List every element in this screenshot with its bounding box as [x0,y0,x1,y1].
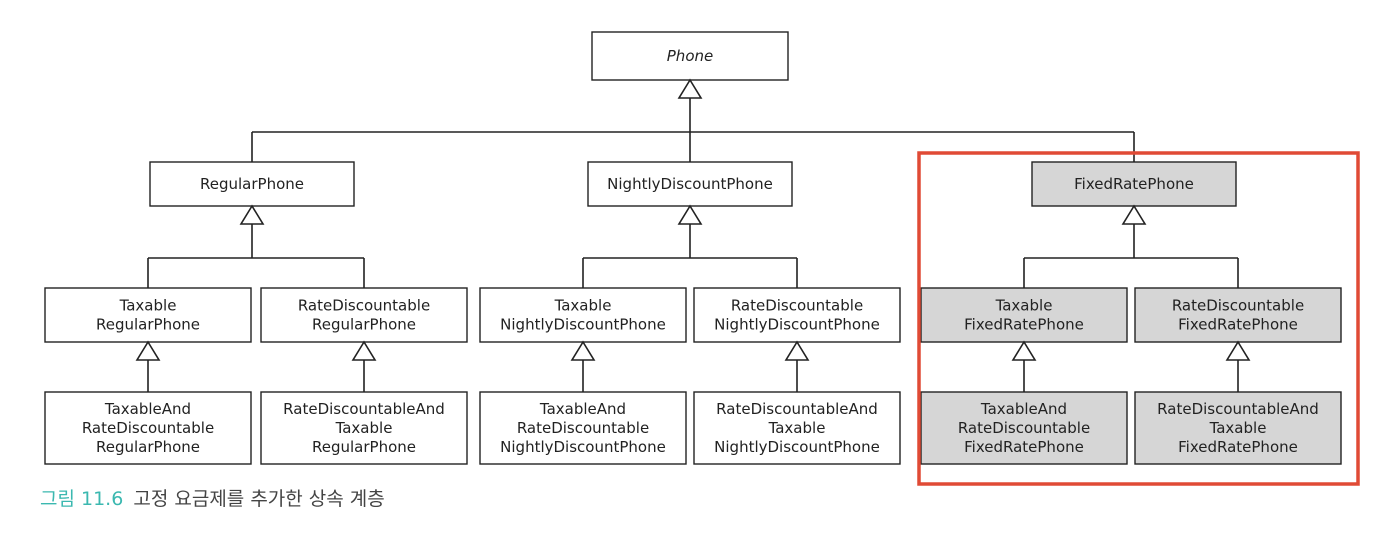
class-box-l2-4-rect [920,287,1128,343]
class-box-l3-2: TaxableAndRateDiscountableNightlyDiscoun… [479,391,687,465]
inheritance-arrow-l2-2 [570,340,596,361]
class-box-l3-4-label-2: FixedRatePhone [964,438,1084,456]
highlight-frame [917,151,1360,486]
class-box-l2-1-rect [260,287,468,343]
class-box-fixed-rate-phone: FixedRatePhone [1031,161,1237,207]
inheritance-arrow-l1-2 [1121,204,1147,225]
class-box-l3-0-label-1: RateDiscountable [82,419,214,437]
class-box-l2-2-label-1: NightlyDiscountPhone [500,316,666,334]
class-box-l3-2-label-1: RateDiscountable [517,419,649,437]
inheritance-arrow-l2-1 [351,340,377,361]
class-box-phone: Phone [591,31,789,81]
class-box-regular-phone-label-0: RegularPhone [200,175,304,193]
class-box-l3-3: RateDiscountableAndTaxableNightlyDiscoun… [693,391,901,465]
class-box-l3-1-rect [260,391,468,465]
inheritance-arrow-l2-4 [1011,340,1037,361]
class-box-l3-5-label-0: RateDiscountableAnd [1157,400,1319,418]
figure-caption: 그림 11.6 고정 요금제를 추가한 상속 계층 [40,484,385,511]
class-box-regular-phone: RegularPhone [149,161,355,207]
class-box-l2-5-rect [1134,287,1342,343]
class-box-nightly-discount-phone-rect [587,161,793,207]
class-box-l3-1-label-0: RateDiscountableAnd [283,400,445,418]
inheritance-arrow-root [677,78,703,99]
class-box-l2-5-label-0: RateDiscountable [1172,297,1304,315]
class-box-l2-3-rect [693,287,901,343]
class-box-l3-1-label-1: Taxable [335,419,393,437]
class-box-l3-3-rect [693,391,901,465]
class-box-l2-0-rect [44,287,252,343]
inheritance-arrow-l2-5 [1225,340,1251,361]
class-box-l2-4-label-0: Taxable [995,297,1053,315]
class-box-l2-0-label-0: Taxable [119,297,177,315]
class-box-l2-1-label-1: RegularPhone [312,316,416,334]
caption-figure-number: 그림 11.6 [40,488,124,510]
class-box-fixed-rate-phone-rect [1031,161,1237,207]
class-box-phone-label-0: Phone [667,47,713,65]
class-box-l3-5-rect [1134,391,1342,465]
class-box-l3-3-label-2: NightlyDiscountPhone [714,438,880,456]
class-box-l2-4-label-1: FixedRatePhone [964,316,1084,334]
class-box-l3-1-label-2: RegularPhone [312,438,416,456]
class-box-fixed-rate-phone-label-0: FixedRatePhone [1074,175,1194,193]
class-box-nightly-discount-phone-label-0: NightlyDiscountPhone [607,175,773,193]
class-box-l3-4-rect [920,391,1128,465]
class-box-l2-2-rect [479,287,687,343]
inheritance-arrow-l2-0 [135,340,161,361]
class-box-l2-5-label-1: FixedRatePhone [1178,316,1298,334]
class-box-l3-5-label-1: Taxable [1209,419,1267,437]
class-box-l3-0-label-0: TaxableAnd [104,400,191,418]
inheritance-arrow-l1-0 [239,204,265,225]
class-box-l3-2-label-0: TaxableAnd [539,400,626,418]
class-box-l3-3-label-1: Taxable [768,419,826,437]
class-box-phone-rect [591,31,789,81]
class-box-l2-0-label-1: RegularPhone [96,316,200,334]
class-box-l3-2-label-2: NightlyDiscountPhone [500,438,666,456]
class-box-l3-0-rect [44,391,252,465]
class-box-l2-3-label-0: RateDiscountable [731,297,863,315]
class-box-l3-0-label-2: RegularPhone [96,438,200,456]
edges [147,98,1239,392]
inheritance-arrow-l2-3 [784,340,810,361]
class-box-l2-2-label-0: Taxable [554,297,612,315]
class-box-l2-1-label-0: RateDiscountable [298,297,430,315]
class-box-l3-5-label-2: FixedRatePhone [1178,438,1298,456]
class-box-l2-3-label-1: NightlyDiscountPhone [714,316,880,334]
class-box-nightly-discount-phone: NightlyDiscountPhone [587,161,793,207]
inheritance-arrow-l1-1 [677,204,703,225]
caption-text: 고정 요금제를 추가한 상속 계층 [133,488,385,510]
class-box-regular-phone-rect [149,161,355,207]
class-box-l3-2-rect [479,391,687,465]
class-box-l3-4-label-0: TaxableAnd [980,400,1067,418]
class-box-l3-3-label-0: RateDiscountableAnd [716,400,878,418]
class-box-l3-4-label-1: RateDiscountable [958,419,1090,437]
